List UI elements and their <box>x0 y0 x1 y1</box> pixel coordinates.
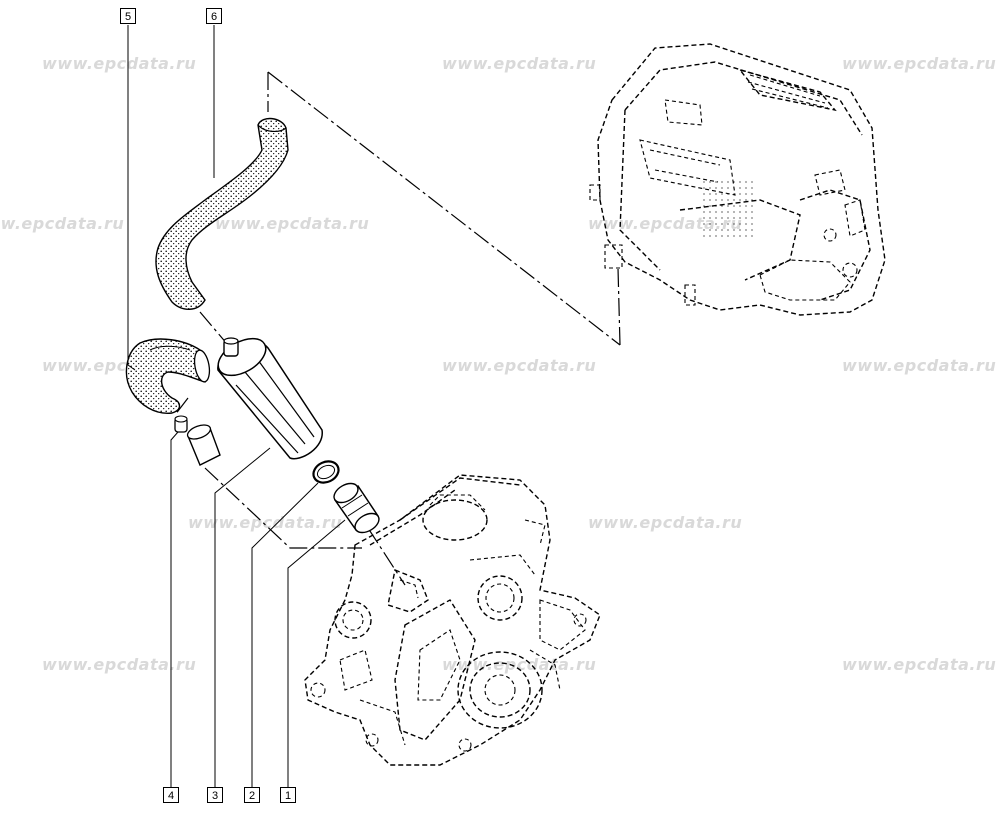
callout-part-3: 3 <box>207 787 223 803</box>
fitting-part-1 <box>333 482 380 534</box>
assembly-lines <box>174 71 621 586</box>
watermark-text: www.epcdata.ru <box>588 513 743 532</box>
watermark-text: www.epcdata.ru <box>0 214 125 233</box>
connector-part-4 <box>174 415 221 466</box>
o-ring-part-2 <box>312 460 340 484</box>
hose-part-5 <box>125 338 211 414</box>
callout-part-6: 6 <box>206 8 222 24</box>
watermark-text: www.epcdata.ru <box>442 54 597 73</box>
watermark-text: www.epcdata.ru <box>42 655 197 674</box>
callout-part-5: 5 <box>120 8 136 24</box>
tube-part-3 <box>217 337 323 460</box>
watermark-text: www.epcdata.ru <box>42 54 197 73</box>
watermark-text: www.epcdata.ru <box>188 513 343 532</box>
watermark-text: www.epcdata.ru <box>842 356 997 375</box>
watermark-text: www.epcdata.ru <box>442 356 597 375</box>
hose-part-6 <box>155 117 289 310</box>
watermark-text: www.epcdata.ru <box>842 54 997 73</box>
engine-block <box>304 474 601 766</box>
callout-part-2: 2 <box>244 787 260 803</box>
watermark-text: www.epcdata.ru <box>842 655 997 674</box>
watermark-text: www.epcdata.ru <box>215 214 370 233</box>
leader-lines <box>127 25 346 788</box>
callout-part-4: 4 <box>163 787 179 803</box>
callout-part-1: 1 <box>280 787 296 803</box>
valve-cover <box>589 43 886 316</box>
